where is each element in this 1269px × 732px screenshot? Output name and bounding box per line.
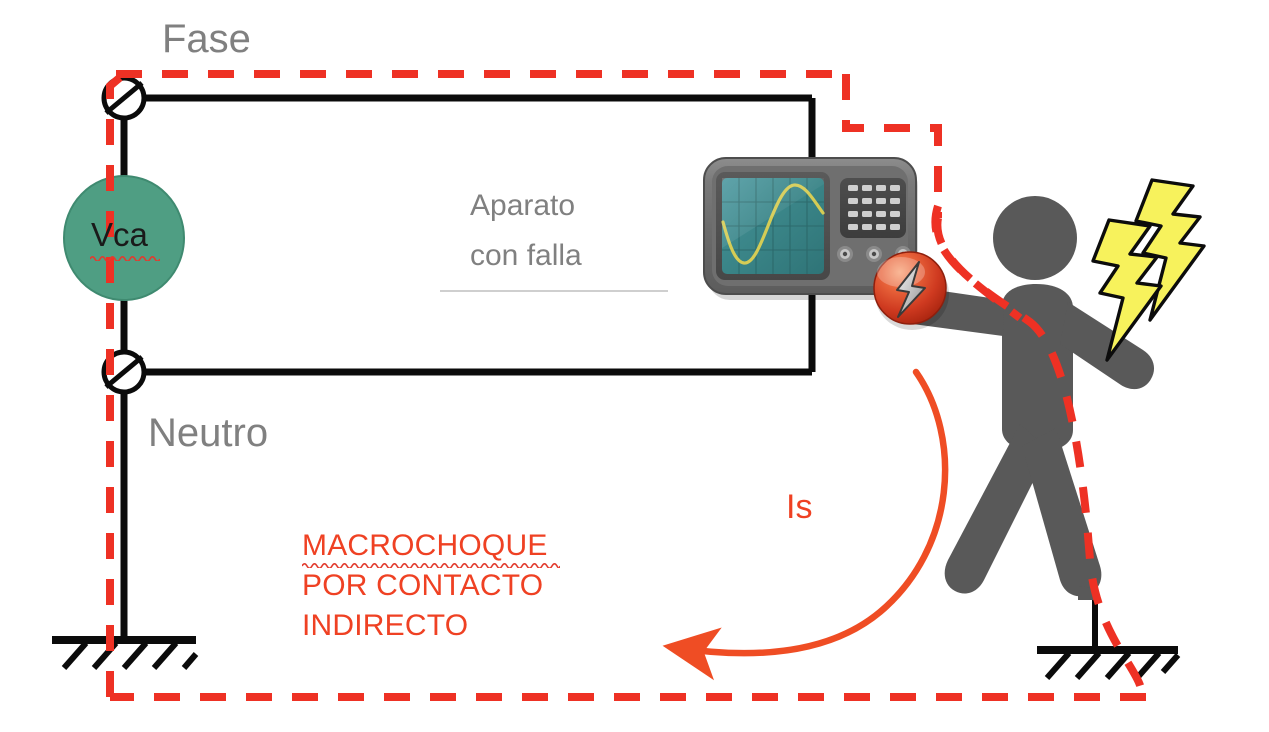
ac-source-symbol: [63, 175, 185, 301]
lightning-bolts-group: [1091, 178, 1206, 362]
ground-symbol-source-icon: [52, 636, 199, 670]
electric-shock-ball-icon: [873, 251, 949, 330]
fault-current-path: [106, 70, 1146, 701]
shock-current-label: Is: [786, 488, 813, 526]
warning-label-line1: MACROCHOQUE: [302, 529, 548, 562]
source-label: Vca: [91, 216, 148, 253]
fault-path-through-body: [933, 217, 1146, 699]
fault-path-hand-link: [931, 204, 1023, 322]
neutral-label: Neutro: [148, 411, 269, 455]
fault-path-step: [842, 74, 942, 218]
warning-label-line2: POR CONTACTO: [302, 569, 544, 602]
phase-label: Fase: [162, 17, 251, 61]
lightning-bolt-icon-upper: [1134, 178, 1206, 322]
scope-buttons: [848, 185, 900, 230]
spellcheck-underline-vca: [90, 256, 160, 261]
circuit-wires: [120, 94, 816, 640]
apparatus-label-line1: Aparato: [470, 189, 576, 222]
spellcheck-underline-macrochoque: [302, 563, 560, 568]
ground-symbol-person-icon: [1037, 600, 1181, 680]
oscilloscope-icon: [703, 157, 918, 300]
fault-path-left: [106, 70, 127, 697]
warning-label-line3: INDIRECTO: [302, 609, 469, 642]
apparatus-label-line2: con falla: [470, 239, 582, 272]
lightning-bolt-icon-lower: [1091, 218, 1163, 362]
bolt-glyph-icon: [896, 261, 926, 318]
scope-button-panel: [840, 178, 906, 238]
current-arrow-icon: [662, 368, 949, 681]
